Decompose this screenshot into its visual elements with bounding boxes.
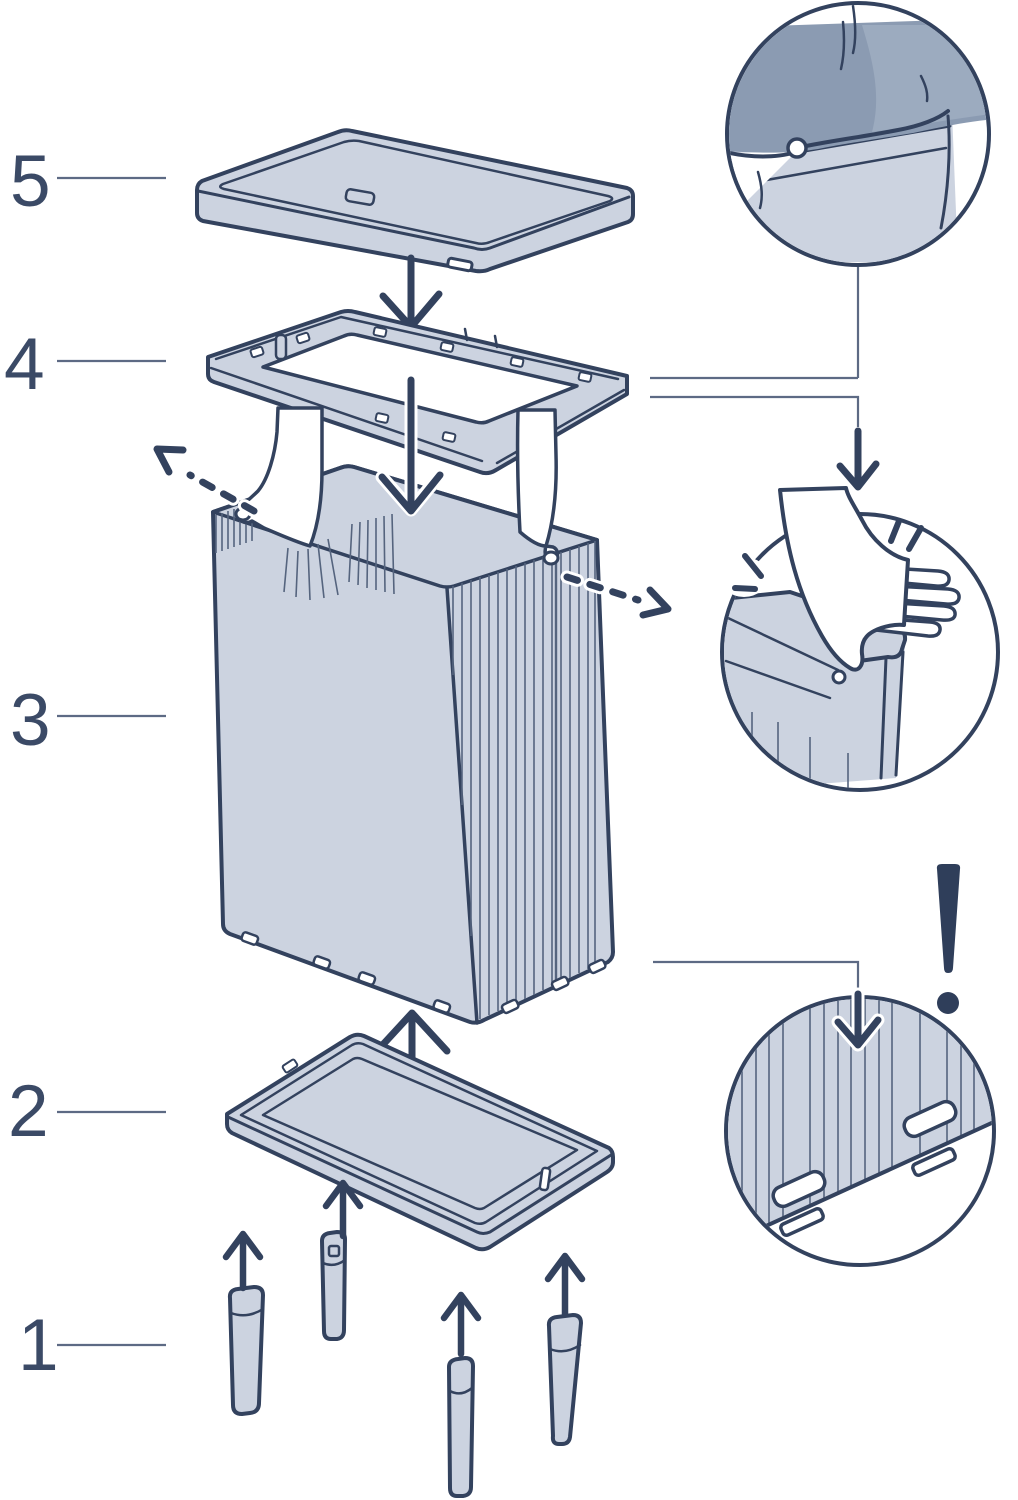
step-labels: 5 4 3 2 1 [4,141,166,1386]
hook-slot-2 [902,1099,958,1139]
dashed-arrow-right [560,570,675,622]
arrow-frame-to-body [375,375,447,517]
fabric-wrinkle-lines [839,5,929,103]
step-4-label: 4 [4,324,45,405]
fabric-drape-edge [729,109,950,159]
part-lid [195,128,635,274]
part-base [225,1032,615,1252]
leg-3-arrow [440,1291,482,1358]
frame-notches [463,327,499,349]
snap-marks [732,518,924,592]
leg-1-arrow [222,1230,264,1292]
body-silhouette [211,464,615,1025]
connector-body-bottom [653,960,860,992]
leg-3 [447,1356,475,1498]
body-rim-front [211,510,599,589]
leg-2 [320,1230,347,1341]
arrow-to-middle-circle [836,427,880,491]
leg-4 [546,1313,583,1446]
hand-icon [778,486,961,672]
dashed-arrow-left [150,442,261,518]
fabric-strap-right [515,408,560,564]
step-2-label: 2 [8,1071,49,1152]
base-face-edge [226,1115,613,1235]
lid-handle-recess [344,188,376,206]
lid-front-tab [446,256,474,273]
base-notch [538,1166,552,1192]
exclamation-icon [936,864,961,1014]
body-pleat-lines [215,503,596,1019]
detail-circle-3-content [728,999,992,1243]
press-stud [831,669,847,685]
frame-corner-clip [274,333,288,361]
step-3-label: 3 [10,680,51,761]
detail-circle-hand-press [720,486,1000,792]
panel-bottom-edge [731,1119,992,1243]
frame-clip-tabs [249,326,593,443]
lid-inner-inset [219,139,614,246]
callout-connector-lines [650,265,860,992]
detail-circle-base-hooks [724,864,996,1267]
body-front-edge [445,586,479,1025]
detail-circle-1-content [729,5,987,262]
hook-tab-2 [911,1146,957,1178]
base-floor-inset [261,1056,579,1211]
base-rim-inset [239,1041,599,1226]
hand-palm [778,486,910,672]
body-bottom-clip-tabs [240,931,607,1015]
arrow-into-bottom-circle [831,987,885,1052]
part-body [211,464,615,1025]
frame-top-inset [214,315,620,381]
part-legs [222,1179,586,1498]
leg-2-socket-detail [327,1244,341,1258]
strap-right-curl [542,550,560,566]
step-1-label: 1 [18,1305,59,1386]
leg-2-arrow [322,1179,364,1240]
detail-circle-fabric-corner [725,1,991,267]
hook-slot-1 [771,1169,827,1209]
step-5-label: 5 [10,141,51,222]
fabric-fold-line [756,170,763,210]
rim-stud [786,137,808,159]
frame-skirt-line-left [209,366,484,463]
hook-tab-1 [779,1206,825,1238]
panel-pleat-lines [741,999,975,1237]
strap-left-fan-pleats [283,538,339,601]
container-corner-edge [939,114,951,230]
lid-face-edge [196,189,631,251]
base-silhouette [225,1032,615,1252]
lid-silhouette [195,128,635,274]
connector-frame-bottom [650,395,860,427]
leg-1 [227,1285,265,1416]
frame-opening [261,332,579,425]
leg-4-arrow [544,1252,586,1318]
arrow-lid-to-frame [379,254,443,331]
base-edge-tab [281,1058,299,1074]
